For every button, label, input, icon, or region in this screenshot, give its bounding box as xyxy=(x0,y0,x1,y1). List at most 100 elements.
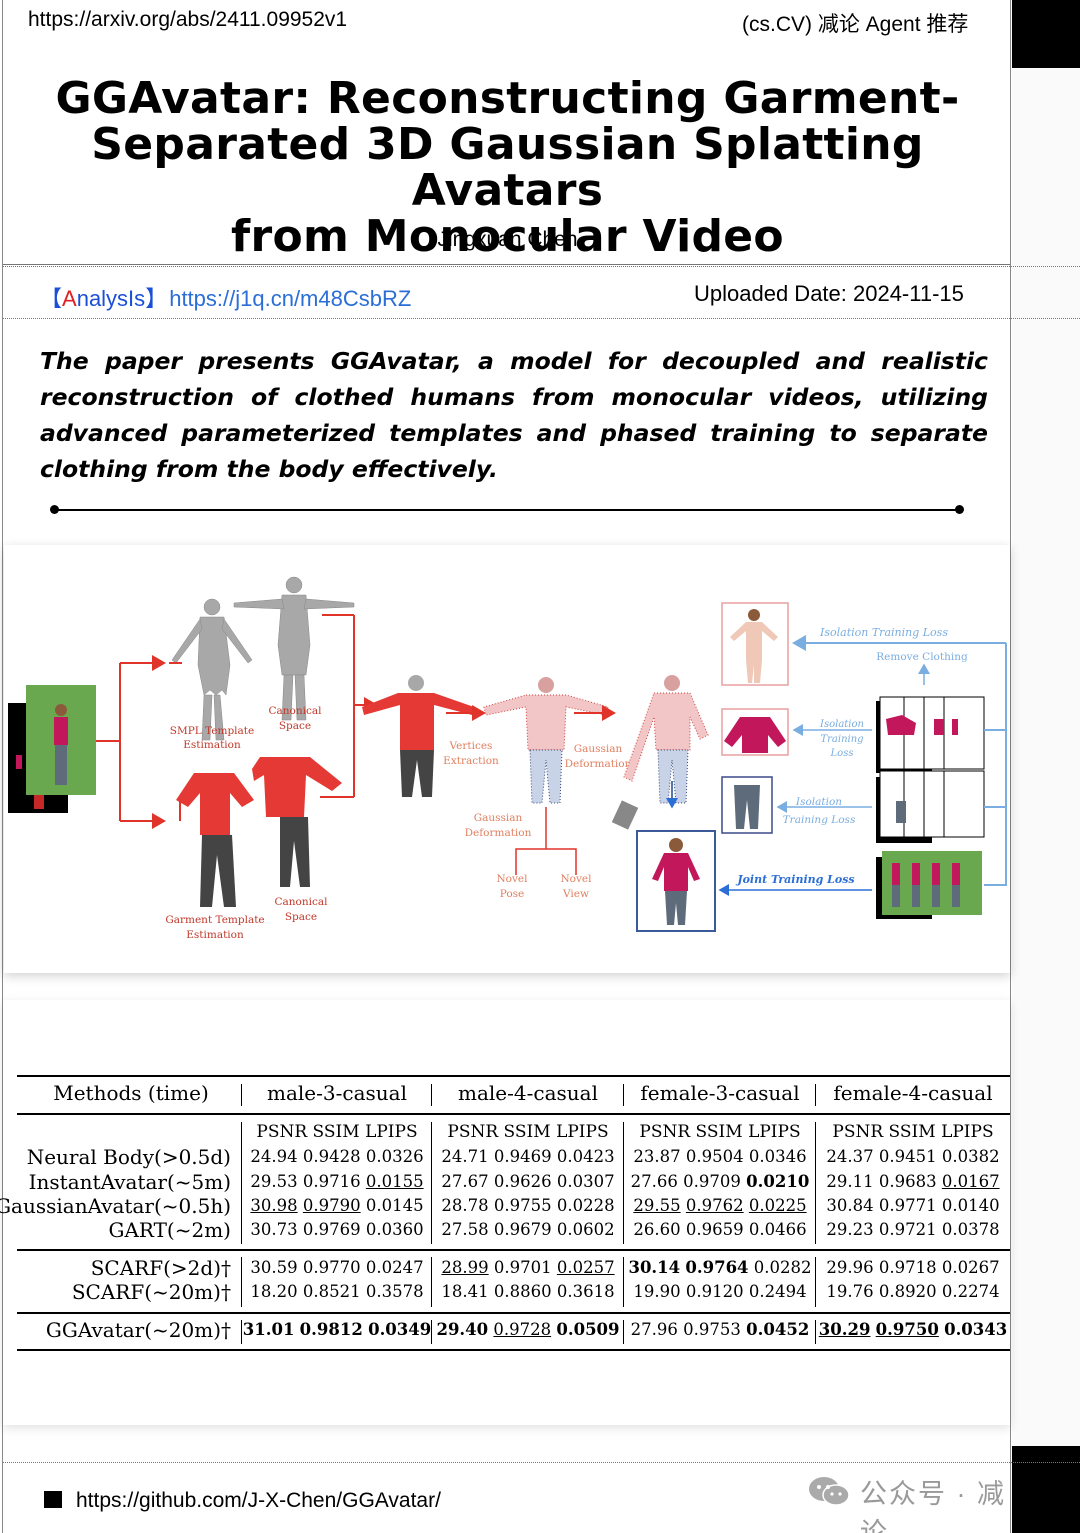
body-only-render xyxy=(730,609,778,683)
ssim-value: 0.9626 xyxy=(493,1172,552,1191)
gauss-def-label-4: Deformation xyxy=(465,827,532,839)
divider-dot-right xyxy=(955,505,964,514)
garment-figures xyxy=(176,757,342,907)
col-sep xyxy=(815,1320,816,1344)
psnr-value: 28.99 xyxy=(441,1258,489,1277)
gauss-def-label-3: Gaussian xyxy=(474,812,523,824)
psnr-value: 30.73 xyxy=(250,1220,298,1239)
lpips-value: 0.0423 xyxy=(556,1147,615,1166)
psnr-value: 29.55 xyxy=(633,1196,681,1215)
psnr-value: 29.96 xyxy=(826,1258,874,1277)
lpips-value: 0.3618 xyxy=(556,1282,615,1301)
lpips-value: 0.0155 xyxy=(365,1172,424,1191)
result-cell: 24.94 0.9428 0.0326 xyxy=(250,1147,423,1166)
result-cell: 19.76 0.8920 0.2274 xyxy=(826,1282,999,1301)
joint-loss-label: Joint Training Loss xyxy=(735,873,854,886)
gt-frames-pants xyxy=(876,770,985,843)
novel-pose-label-2: Pose xyxy=(500,888,525,900)
deformed-figure xyxy=(611,675,709,830)
ssim-value: 0.9728 xyxy=(493,1320,552,1339)
table-group-rule xyxy=(17,1312,1010,1314)
ssim-value: 0.9771 xyxy=(878,1196,937,1215)
ssim-value: 0.9716 xyxy=(302,1172,361,1191)
isolation-loss-2b: Training xyxy=(820,734,863,745)
psnr-value: 30.84 xyxy=(826,1196,874,1215)
metric-header: PSNR SSIM LPIPS xyxy=(447,1122,609,1142)
ssim-value: 0.9709 xyxy=(683,1172,741,1191)
ssim-value: 0.8860 xyxy=(493,1282,552,1301)
result-cell: 30.84 0.9771 0.0140 xyxy=(826,1196,999,1215)
psnr-value: 29.23 xyxy=(826,1220,874,1239)
corner-block-bottom xyxy=(1012,1446,1080,1533)
col-sep xyxy=(431,1320,432,1344)
psnr-value: 29.40 xyxy=(436,1320,489,1339)
lpips-value: 0.0210 xyxy=(746,1172,810,1191)
ssim-value: 0.9769 xyxy=(302,1220,361,1239)
psnr-value: 27.67 xyxy=(441,1172,489,1191)
canonical-label-1: Canonical xyxy=(269,705,323,717)
canonical-label-3: Canonical xyxy=(275,896,329,908)
analysis-url[interactable]: https://j1q.cn/m48CsbRZ xyxy=(169,286,412,311)
table-bottom-rule xyxy=(17,1349,1010,1351)
psnr-value: 23.87 xyxy=(633,1147,681,1166)
ssim-value: 0.8521 xyxy=(302,1282,361,1301)
vertices-label-2: Extraction xyxy=(443,755,499,767)
gt-frames-shirt xyxy=(876,696,985,773)
smpl-label-2: Estimation xyxy=(183,739,241,751)
ssim-value: 0.9790 xyxy=(302,1196,361,1215)
result-cell: 28.99 0.9701 0.0257 xyxy=(441,1258,614,1277)
analysis-letter: A xyxy=(62,286,77,311)
psnr-value: 27.58 xyxy=(441,1220,489,1239)
arxiv-url[interactable]: https://arxiv.org/abs/2411.09952v1 xyxy=(28,8,348,31)
psnr-value: 24.94 xyxy=(250,1147,298,1166)
result-cell: 24.37 0.9451 0.0382 xyxy=(826,1147,999,1166)
psnr-value: 30.29 xyxy=(818,1320,871,1339)
result-cell: 30.98 0.9790 0.0145 xyxy=(250,1196,423,1215)
result-cell: 31.01 0.9812 0.0349 xyxy=(243,1320,431,1339)
novel-pose-label-1: Novel xyxy=(496,873,528,885)
category-tag: (cs.CV) 减论 Agent 推荐 xyxy=(742,13,969,36)
lpips-value: 0.0257 xyxy=(556,1258,615,1277)
result-cell: 27.58 0.9679 0.0602 xyxy=(441,1220,614,1239)
lpips-value: 0.0145 xyxy=(365,1196,424,1215)
analysis-link-row[interactable]: 【AnalysIs】https://j1q.cn/m48CsbRZ xyxy=(40,281,411,313)
title-line: from Monocular Video xyxy=(231,211,784,262)
dataset-header: female-4-casual xyxy=(833,1081,993,1105)
lpips-value: 0.0509 xyxy=(556,1320,620,1339)
lpips-value: 0.0349 xyxy=(368,1320,432,1339)
lpips-value: 0.0343 xyxy=(944,1320,1008,1339)
pipeline-diagram: SMPL Template Estimation Canonical Space… xyxy=(8,576,1007,941)
ssim-value: 0.9753 xyxy=(683,1320,741,1339)
psnr-value: 30.59 xyxy=(250,1258,298,1277)
bracket-close: 】 xyxy=(145,286,168,311)
col-sep xyxy=(241,1320,242,1344)
psnr-value: 19.76 xyxy=(826,1282,874,1301)
clothed-template xyxy=(362,675,474,797)
method-name: SCARF(>2d)† xyxy=(90,1256,231,1280)
divider-dotted xyxy=(3,1462,1080,1463)
analysis-word: nalysIs xyxy=(76,286,146,311)
ssim-value: 0.9770 xyxy=(302,1258,361,1277)
method-name: GGAvatar(~20m)† xyxy=(45,1318,231,1342)
table-header-rule xyxy=(17,1113,1010,1115)
col-sep xyxy=(431,1257,432,1307)
psnr-value: 18.41 xyxy=(441,1282,489,1301)
title-line: Separated 3D Gaussian Splatting Avatars xyxy=(91,119,924,216)
col-sep xyxy=(623,1257,624,1307)
upload-date: Uploaded Date: 2024-11-15 xyxy=(694,281,964,306)
method-name: InstantAvatar(~5m) xyxy=(28,1170,231,1194)
page-frame-right xyxy=(1010,0,1011,1533)
result-cell: 29.40 0.9728 0.0509 xyxy=(436,1320,619,1339)
corner-block-top xyxy=(1012,0,1080,68)
metric-header: PSNR SSIM LPIPS xyxy=(832,1122,994,1142)
psnr-value: 28.78 xyxy=(441,1196,489,1215)
canonical-label-4: Space xyxy=(285,911,317,923)
psnr-value: 27.66 xyxy=(630,1172,678,1191)
garment-label-2: Estimation xyxy=(186,929,244,941)
result-cell: 23.87 0.9504 0.0346 xyxy=(633,1147,806,1166)
github-link[interactable]: https://github.com/J-X-Chen/GGAvatar/ xyxy=(76,1489,441,1512)
lpips-value: 0.0140 xyxy=(941,1196,1000,1215)
wechat-watermark: 公众号 · 减论 xyxy=(806,1472,1016,1533)
isolation-loss-2c: Loss xyxy=(830,748,854,759)
